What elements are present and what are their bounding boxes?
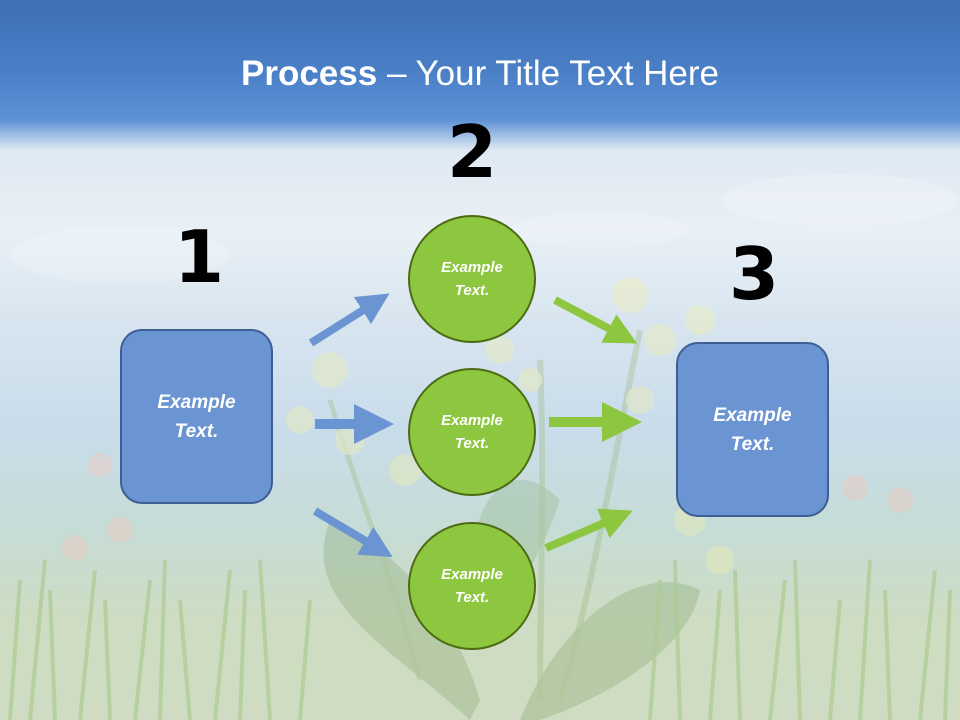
- step-2-circle-middle: Example Text.: [408, 368, 536, 496]
- step-2-circle-top: Example Text.: [408, 215, 536, 343]
- step-number-2: 2: [446, 110, 498, 194]
- title-bold: Process: [241, 54, 378, 93]
- arrow-box1-to-circle-top: [308, 293, 390, 347]
- title-rest: – Your Title Text Here: [377, 54, 719, 93]
- step-number-1: 1: [173, 215, 225, 299]
- arrow-circle-top-to-box3: [553, 296, 638, 344]
- step-number-3: 3: [728, 232, 780, 316]
- step-3-box: Example Text.: [676, 342, 829, 517]
- arrow-box1-to-circle-bottom: [312, 507, 393, 558]
- slide-title: Process – Your Title Text Here: [0, 52, 960, 96]
- step-1-box: Example Text.: [120, 329, 273, 504]
- step-2-circle-bottom: Example Text.: [408, 522, 536, 650]
- arrow-circle-bottom-to-box3: [544, 508, 633, 552]
